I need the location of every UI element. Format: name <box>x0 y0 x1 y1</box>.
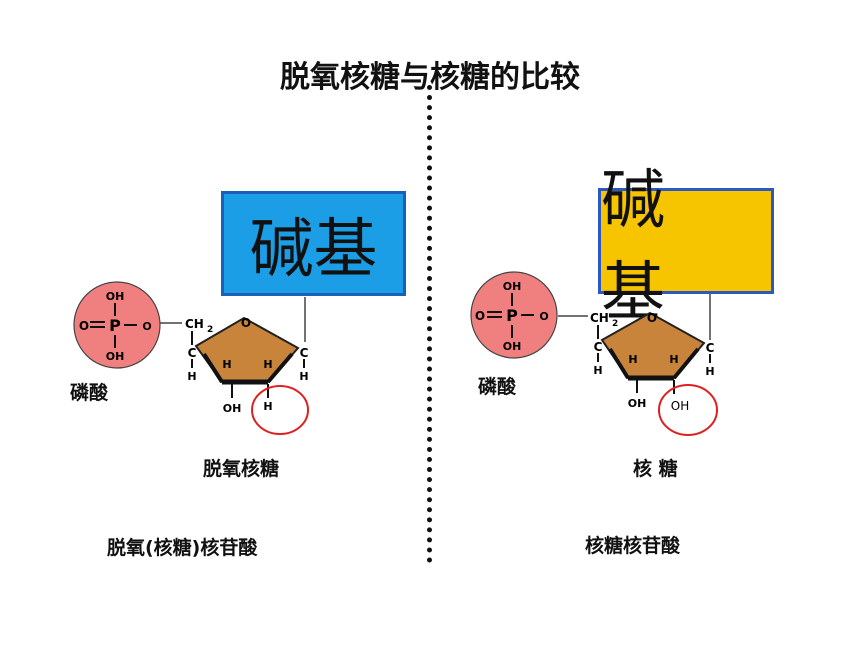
c-right-r: C <box>706 341 715 355</box>
h-right-r: H <box>705 365 714 378</box>
ring-front-edge-r <box>266 352 294 384</box>
c-right: C <box>300 346 309 360</box>
oh-bottom-r: OH <box>628 397 647 410</box>
ch2-subscript: 2 <box>207 325 213 335</box>
c-left: C <box>188 346 197 360</box>
h-left-r: H <box>593 364 602 377</box>
ch2-text-r: CH <box>590 311 609 325</box>
phosphate-p: P <box>109 316 121 335</box>
ch2-subscript-r: 2 <box>612 319 618 329</box>
highlight-circle-left <box>251 385 309 435</box>
phosphate-o-left: O <box>79 319 89 333</box>
h-left: H <box>187 370 196 383</box>
h-circled: H <box>263 400 272 413</box>
phosphate-o-right-r: O <box>539 310 548 323</box>
ring-o-r: O <box>647 311 657 325</box>
dotted-divider <box>427 85 432 563</box>
ribose-diagram: OH O P O OH CH 2 C H O C H H H OH OH <box>470 271 718 436</box>
ring-front-edge-l-r <box>608 347 630 380</box>
phosphate-oh-bottom: OH <box>106 350 125 363</box>
ring-front-edge-l <box>202 352 224 384</box>
nucleotide-label-left: 脱氧(核糖)核苷酸 <box>107 537 258 559</box>
deoxyribose-diagram: OH O P O OH CH 2 C H O C H H H OH H <box>73 281 309 435</box>
sugar-label-left: 脱氧核糖 <box>203 458 280 480</box>
ch2-text: CH <box>185 317 204 331</box>
base-box-left: 碱基 <box>221 191 406 296</box>
h-inner-2: H <box>263 358 272 371</box>
nucleotide-label-right: 核糖核苷酸 <box>585 535 681 557</box>
ring-front-edge-r-r <box>672 347 700 380</box>
phosphate-o-left-r: O <box>475 309 485 323</box>
phosphate-p-r: P <box>506 306 518 325</box>
phosphate-oh-top: OH <box>106 290 125 303</box>
h-inner-1: H <box>222 358 231 371</box>
ring-o: O <box>241 316 251 330</box>
c-left-r: C <box>594 340 603 354</box>
phosphate-circle-right <box>470 271 558 359</box>
phosphate-oh-top-r: OH <box>503 280 522 293</box>
phosphate-o-right: O <box>142 320 151 333</box>
h-inner-1-r: H <box>628 353 637 366</box>
phosphate-label-left: 磷酸 <box>70 382 109 404</box>
sugar-label-right: 核 糖 <box>633 458 678 480</box>
oh-circled: OH <box>671 399 689 413</box>
oh-bottom: OH <box>223 402 242 415</box>
phosphate-oh-bottom-r: OH <box>503 340 522 353</box>
h-right: H <box>299 370 308 383</box>
highlight-circle-right <box>658 384 718 436</box>
h-inner-2-r: H <box>669 353 678 366</box>
phosphate-circle-left <box>73 281 161 369</box>
phosphate-label-right: 磷酸 <box>478 376 517 398</box>
